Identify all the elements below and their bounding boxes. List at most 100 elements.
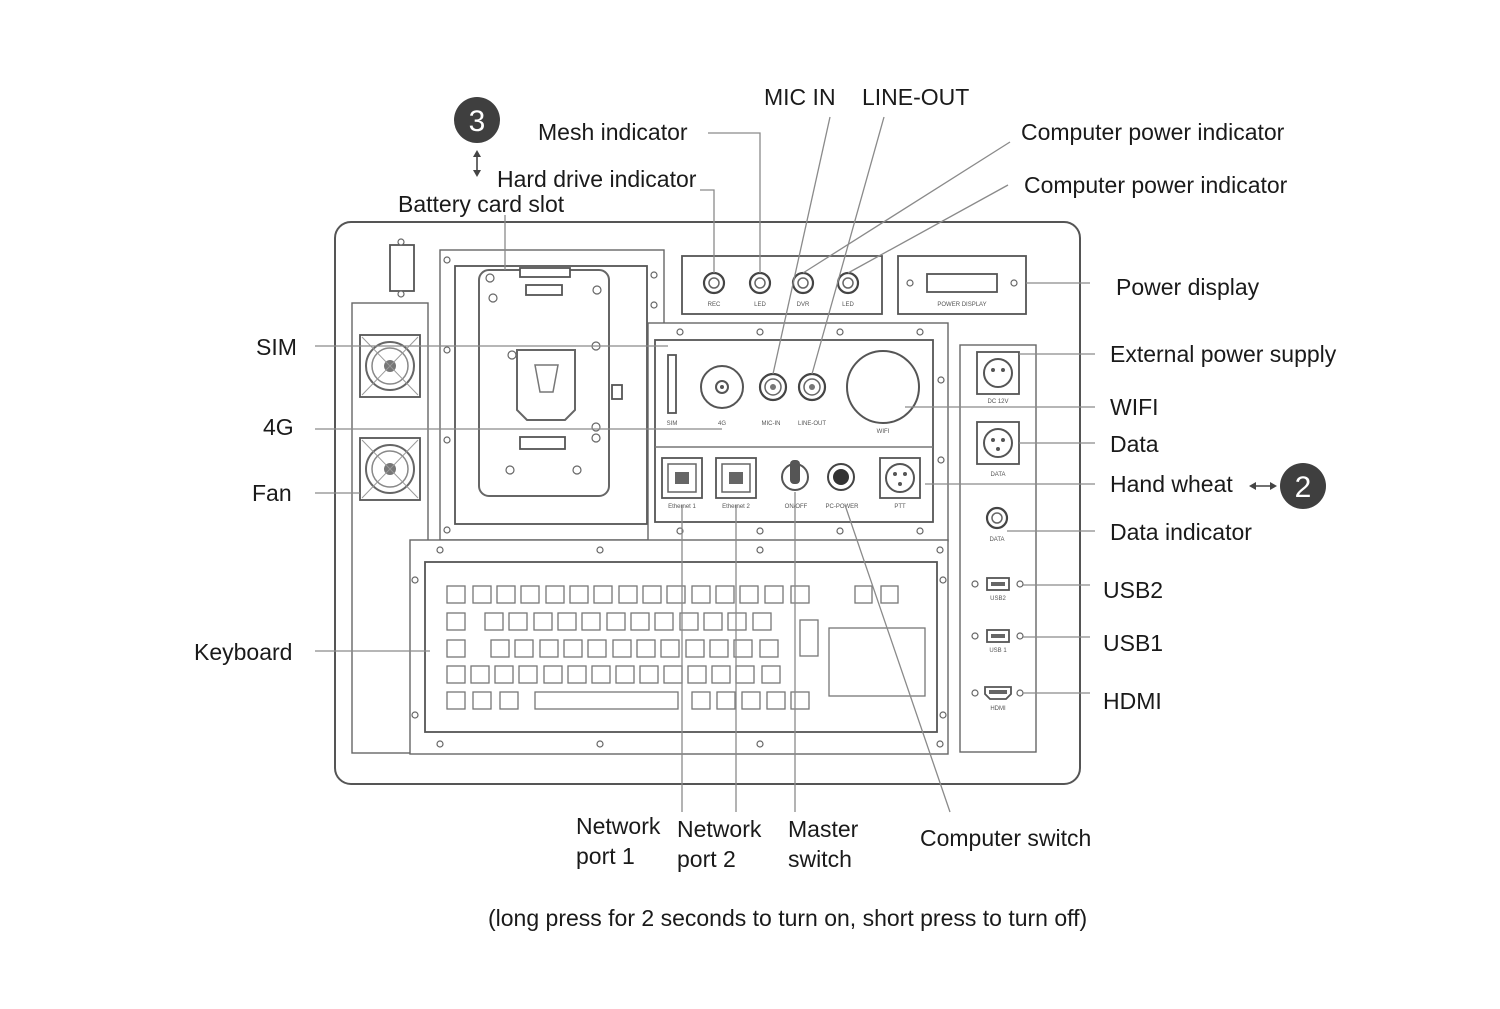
keyboard-key (472, 585, 492, 604)
keyboard-key (727, 612, 747, 631)
badge-3: 3 (454, 97, 500, 143)
keyboard-key (790, 691, 810, 710)
badge-3-label: 3 (469, 105, 486, 138)
label-sim: SIM (256, 334, 297, 360)
label-master-switch-line2: switch (788, 846, 852, 872)
keyboard-key (735, 665, 755, 684)
keyboard-key (666, 585, 686, 604)
mark-rec: REC (708, 302, 721, 308)
label-hdmi: HDMI (1103, 688, 1162, 714)
keyboard-key (691, 585, 711, 604)
mark-dvr: DVR (797, 302, 810, 308)
keyboard-key (569, 585, 589, 604)
keyboard-key (494, 665, 514, 684)
label-power-display: Power display (1116, 274, 1260, 300)
label-network-port-1-line2: port 1 (576, 843, 635, 869)
mark-mic-in: MIC-IN (762, 421, 781, 427)
keyboard-key (660, 639, 680, 658)
indicator-strip: REC LED DVR LED (681, 255, 883, 315)
mark-led-2: LED (842, 302, 854, 308)
mark-hdmi: HDMI (990, 706, 1006, 712)
keyboard-key (741, 691, 761, 710)
keyboard-key (446, 612, 466, 631)
keyboard-key (691, 691, 711, 710)
keyboard-key (759, 639, 779, 658)
label-computer-switch: Computer switch (920, 825, 1091, 851)
label-network-port-2-line2: port 2 (677, 846, 736, 872)
keyboard-key (508, 612, 528, 631)
mark-on-off: ON/OFF (785, 504, 808, 510)
keyboard-key (639, 665, 659, 684)
mark-sim: SIM (667, 421, 678, 427)
keyboard-key (591, 665, 611, 684)
keyboard-key (612, 639, 632, 658)
label-4g: 4G (263, 414, 294, 440)
mark-usb1: USB 1 (989, 648, 1007, 654)
keyboard-key (715, 585, 735, 604)
keyboard-key (446, 585, 466, 604)
label-computer-power-indicator-2: Computer power indicator (1024, 172, 1288, 198)
label-usb2: USB2 (1103, 577, 1163, 603)
mark-ptt: PTT (894, 504, 906, 510)
keyboard-key (484, 612, 504, 631)
keyboard-key (630, 612, 650, 631)
keyboard-key (739, 585, 759, 604)
mark-data-1: DATA (990, 472, 1005, 478)
keyboard-key (499, 691, 519, 710)
mark-led-1: LED (754, 302, 766, 308)
keyboard-key (685, 639, 705, 658)
keyboard-key (518, 665, 538, 684)
keyboard-key (581, 612, 601, 631)
label-computer-power-indicator-1: Computer power indicator (1021, 119, 1285, 145)
keyboard-key (654, 612, 674, 631)
label-network-port-1-line1: Network (576, 813, 661, 839)
mark-usb2: USB2 (990, 596, 1006, 602)
keyboard-key (733, 639, 753, 658)
keyboard-key (533, 612, 553, 631)
keyboard-key (557, 612, 577, 631)
mark-line-out: LINE-OUT (798, 421, 826, 427)
label-battery-card-slot: Battery card slot (398, 191, 565, 217)
keyboard-key (514, 639, 534, 658)
keyboard-key (470, 665, 490, 684)
label-line-out: LINE-OUT (862, 84, 969, 110)
keyboard-key (687, 665, 707, 684)
keyboard-key (752, 612, 772, 631)
label-data: Data (1110, 431, 1159, 457)
keyboard-key (520, 585, 540, 604)
label-keyboard: Keyboard (194, 639, 292, 665)
keyboard-key (790, 585, 810, 604)
mark-dc-12v: DC 12V (987, 399, 1008, 405)
keyboard-key (615, 665, 635, 684)
keyboard-key (567, 665, 587, 684)
keyboard-key (446, 639, 466, 658)
fan-bottom (359, 437, 421, 501)
mark-wifi: WIFI (877, 429, 890, 435)
keyboard-keys (446, 585, 810, 710)
label-fan: Fan (252, 480, 292, 506)
label-wifi: WIFI (1110, 394, 1159, 420)
power-display-panel: POWER DISPLAY (897, 255, 1027, 315)
label-mesh-indicator: Mesh indicator (538, 119, 688, 145)
mark-power-display: POWER DISPLAY (937, 302, 986, 308)
keyboard-key (446, 691, 466, 710)
keyboard-key (711, 665, 731, 684)
keyboard-panel (409, 539, 949, 755)
keyboard-key (761, 665, 781, 684)
connector-panel: SIM 4G MIC-IN LINE-OUT WIFI Ethernet 1 E… (647, 322, 949, 542)
mark-4g: 4G (718, 421, 726, 427)
label-master-switch-line1: Master (788, 816, 859, 842)
label-mic-in: MIC IN (764, 84, 836, 110)
keyboard-key (472, 691, 492, 710)
keyboard-key (642, 585, 662, 604)
label-power-note: (long press for 2 seconds to turn on, sh… (488, 905, 1087, 931)
keyboard-key (663, 665, 683, 684)
fan-top (359, 334, 421, 398)
keyboard-key (587, 639, 607, 658)
touchpad (828, 627, 926, 697)
keyboard-key (545, 585, 565, 604)
badge-2-label: 2 (1295, 471, 1312, 504)
badge-2: 2 (1280, 463, 1326, 509)
keyboard-key (618, 585, 638, 604)
